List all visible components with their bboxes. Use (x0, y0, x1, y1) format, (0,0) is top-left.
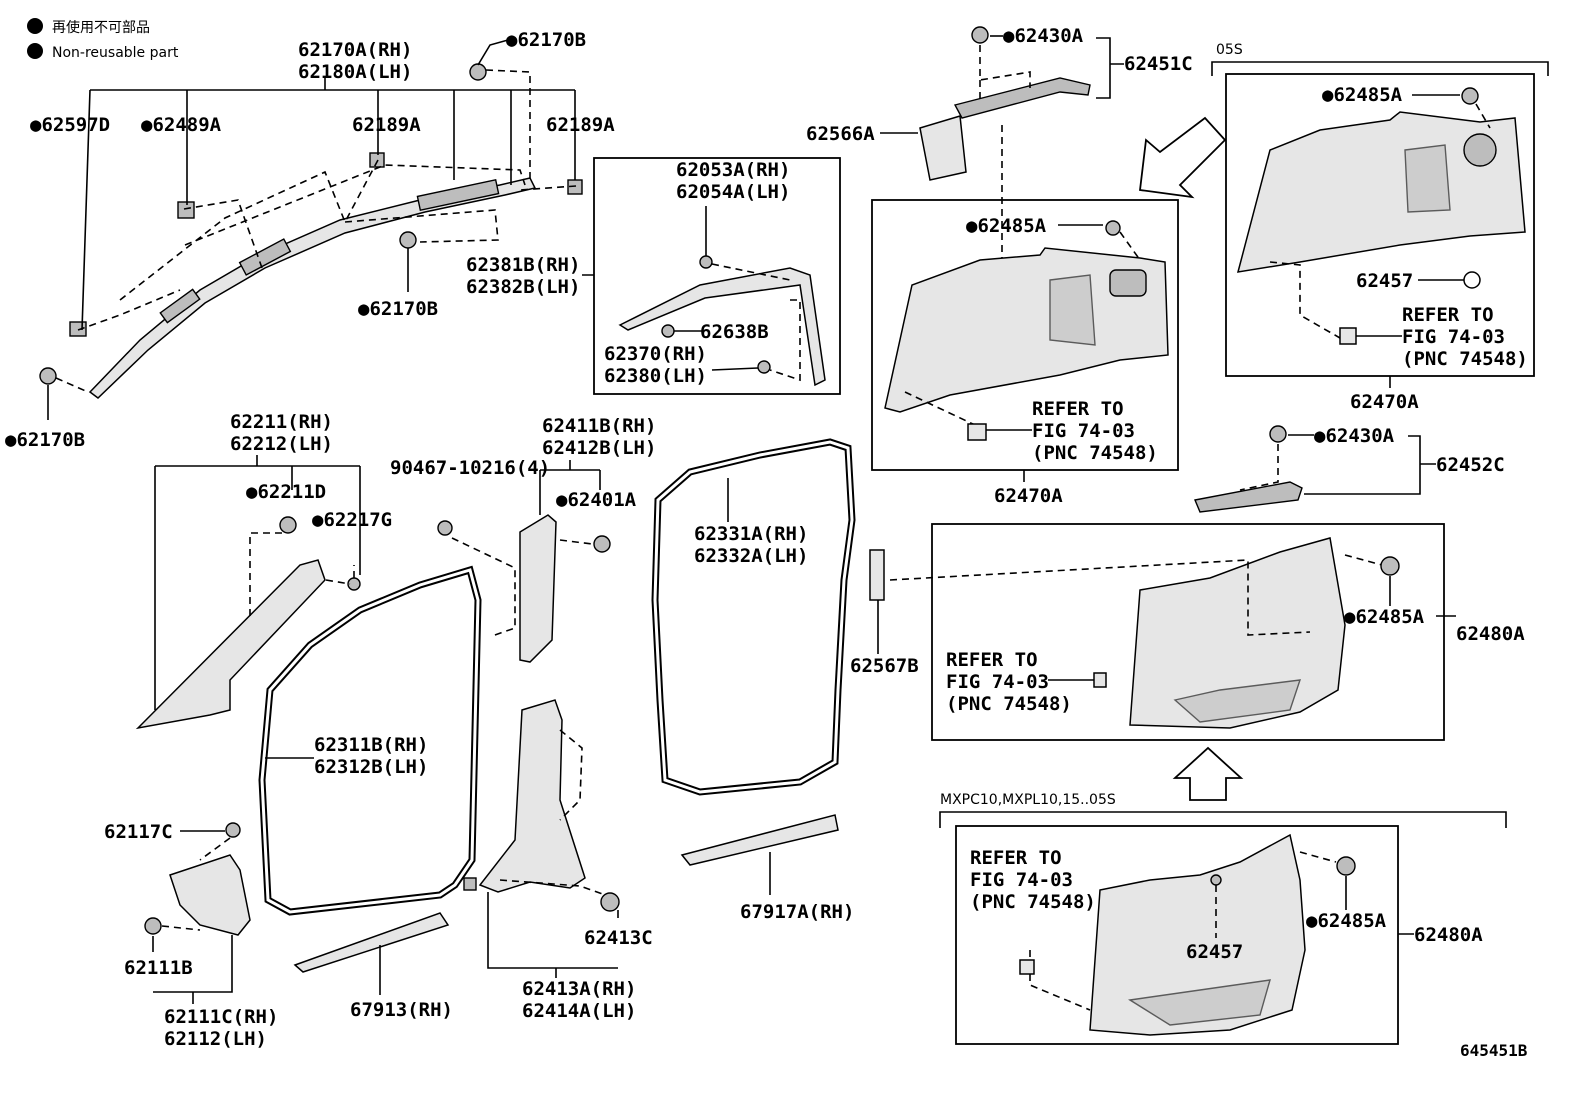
label-67913: 67913(RH) (350, 999, 453, 1021)
front-scuff-plate (293, 912, 450, 973)
quarter-window-box (593, 157, 841, 395)
label-62111B: 62111B (124, 957, 193, 979)
label-62170A: 62170A(RH) (298, 39, 412, 61)
legend-bullet-icon (27, 43, 43, 59)
deck-side-trim-right (1236, 111, 1526, 273)
cover-62566A (919, 115, 967, 181)
refer-bottom-2: FIG 74-03 (970, 869, 1073, 891)
label-62311B: 62311B(RH) (314, 734, 428, 756)
label-variant-05S: 05S (1216, 42, 1243, 58)
label-62170B-mid: ●62170B (358, 298, 438, 320)
arrow-up-icon (1172, 746, 1244, 801)
refer-right-2: FIG 74-03 (1402, 326, 1505, 348)
front-pillar-garnish (135, 559, 326, 730)
label-62411B: 62411B(RH) (542, 415, 656, 437)
label-62413A: 62413A(RH) (522, 978, 636, 1000)
cover-62567B (869, 549, 885, 601)
rear-door-weatherstrip (651, 438, 856, 796)
label-62332A: 62332A(LH) (694, 545, 808, 567)
label-62111C: 62111C(RH) (164, 1006, 278, 1028)
figure-number: 645451B (1460, 1041, 1528, 1060)
label-62217G: ●62217G (312, 509, 392, 531)
label-62485A-mid: ●62485A (1344, 606, 1425, 628)
label-62414A: 62414A(LH) (522, 1000, 636, 1022)
refer-center-1: REFER TO (1032, 398, 1124, 420)
legend-japanese: 再使用不可部品 (52, 19, 150, 36)
label-62480A-mid: 62480A (1456, 623, 1525, 645)
label-62112: 62112(LH) (164, 1028, 267, 1050)
label-62312B: 62312B(LH) (314, 756, 428, 778)
label-62567B: 62567B (850, 655, 919, 677)
cowl-side-trim (169, 854, 251, 936)
legend-bullet-icon (27, 18, 43, 34)
center-pillar-upper (519, 514, 557, 663)
label-62566A: 62566A (806, 123, 875, 145)
label-67917A: 67917A(RH) (740, 901, 854, 923)
refer-bottom-1: REFER TO (970, 847, 1062, 869)
label-62451C: 62451C (1124, 53, 1193, 75)
label-62381B: 62381B(RH) (466, 254, 580, 276)
label-62470A-right: 62470A (1350, 391, 1419, 413)
label-62170B-left: ●62170B (5, 429, 85, 451)
label-62401A: ●62401A (556, 489, 637, 511)
label-62638B: 62638B (700, 321, 769, 343)
label-62380: 62380(LH) (604, 365, 707, 387)
refer-mid-3: (PNC 74548) (946, 693, 1072, 715)
label-62189A-2: 62189A (546, 114, 615, 136)
label-62489A: ●62489A (141, 114, 222, 136)
label-62413C: 62413C (584, 927, 653, 949)
arrow-diagonal-icon (1139, 116, 1227, 199)
label-62470A-center: 62470A (994, 485, 1063, 507)
deck-trim-box-bottom (955, 825, 1399, 1045)
label-62053A: 62053A(RH) (676, 159, 790, 181)
refer-bottom-3: (PNC 74548) (970, 891, 1096, 913)
label-62430A-2: ●62430A (1314, 425, 1395, 447)
deck-trim-box-center (871, 199, 1179, 471)
label-62382B: 62382B(LH) (466, 276, 580, 298)
refer-center-3: (PNC 74548) (1032, 442, 1158, 464)
label-62457-bottom: 62457 (1186, 941, 1243, 963)
label-variant-mxpc: MXPC10,MXPL10,15..05S (940, 792, 1116, 808)
label-62457-right: 62457 (1356, 270, 1413, 292)
label-62054A: 62054A(LH) (676, 181, 790, 203)
refer-center-2: FIG 74-03 (1032, 420, 1135, 442)
label-62117C: 62117C (104, 821, 173, 843)
label-62211D: ●62211D (246, 481, 326, 503)
refer-right-1: REFER TO (1402, 304, 1494, 326)
legend-english: Non-reusable part (52, 45, 179, 61)
label-62485A-right: ●62485A (1322, 84, 1403, 106)
refer-right-3: (PNC 74548) (1402, 348, 1528, 370)
label-62370: 62370(RH) (604, 343, 707, 365)
label-62485A-bottom: ●62485A (1306, 910, 1387, 932)
label-62597D: ●62597D (30, 114, 110, 136)
label-62480A-bottom: 62480A (1414, 924, 1483, 946)
retainer-62452C (1194, 481, 1303, 513)
curtain-airbag-assembly (39, 63, 583, 399)
label-62189A-1: 62189A (352, 114, 421, 136)
label-62452C: 62452C (1436, 454, 1505, 476)
label-90467: 90467-10216(4) (390, 457, 550, 479)
center-pillar-lower (478, 699, 586, 893)
deck-side-trim-center (884, 247, 1169, 413)
refer-mid-1: REFER TO (946, 649, 1038, 671)
deck-trim-box-right (1225, 73, 1535, 377)
label-62212: 62212(LH) (230, 433, 333, 455)
label-62211: 62211(RH) (230, 411, 333, 433)
label-62485A-center: ●62485A (966, 215, 1047, 237)
retainer-62451C (953, 26, 1091, 119)
label-62430A-1: ●62430A (1003, 25, 1084, 47)
deck-trim-box-mid (931, 523, 1445, 741)
label-62331A: 62331A(RH) (694, 523, 808, 545)
label-62180A: 62180A(LH) (298, 61, 412, 83)
refer-mid-2: FIG 74-03 (946, 671, 1049, 693)
rear-scuff-plate (680, 814, 839, 866)
label-62412B: 62412B(LH) (542, 437, 656, 459)
label-62170B-top: ●62170B (506, 29, 586, 51)
quarter-glass-weatherstrip (618, 267, 826, 387)
